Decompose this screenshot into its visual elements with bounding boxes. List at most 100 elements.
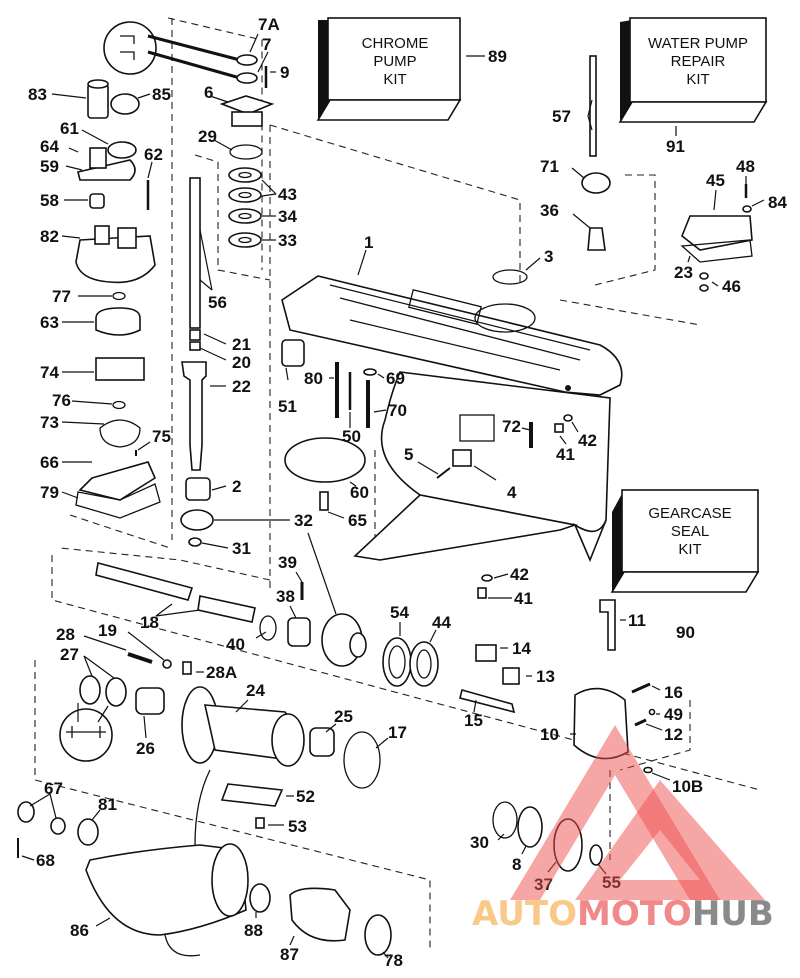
callout-27: 27 — [60, 645, 79, 664]
callout-16: 16 — [664, 683, 683, 702]
callout-11: 11 — [628, 611, 646, 630]
callout-13: 13 — [536, 667, 555, 686]
callout-68: 68 — [36, 851, 55, 870]
callout-7: 7 — [262, 35, 271, 54]
part-shapes — [17, 21, 753, 957]
callout-82: 82 — [40, 227, 59, 246]
callout-9: 9 — [280, 63, 289, 82]
kit-text-line: WATER PUMP — [648, 35, 748, 52]
callout-10: 10 — [540, 725, 559, 744]
callout-34: 34 — [278, 207, 297, 226]
callout-28: 28 — [56, 625, 75, 644]
callout-75: 75 — [152, 427, 171, 446]
kit-text-line: KIT — [678, 541, 701, 558]
callout-24: 24 — [246, 681, 265, 700]
callout-41-lower: 41 — [514, 589, 533, 608]
callout-39: 39 — [278, 553, 297, 572]
callout-17: 17 — [388, 723, 407, 742]
callout-71: 71 — [540, 157, 559, 176]
callout-42: 42 — [578, 431, 597, 450]
watermark-text: AUTOMOTOHUB — [472, 894, 774, 934]
callout-56: 56 — [208, 293, 227, 312]
dashed-group-lines — [34, 17, 761, 950]
callout-26: 26 — [136, 739, 155, 758]
watermark-hub: HUB — [692, 894, 774, 934]
kit-box-water-pump-repair: WATER PUMP REPAIR KIT 91 — [618, 17, 768, 156]
callout-70: 70 — [388, 401, 407, 420]
callout-20: 20 — [232, 353, 251, 372]
callout-45: 45 — [706, 171, 725, 190]
callout-67: 67 — [44, 779, 63, 798]
callout-61: 61 — [60, 119, 79, 138]
kit-text-line: CHROME — [362, 35, 429, 52]
callout-66: 66 — [40, 453, 59, 472]
callout-22: 22 — [232, 377, 251, 396]
callout-3: 3 — [544, 247, 553, 266]
callout-87: 87 — [280, 945, 299, 964]
callout-4: 4 — [507, 483, 517, 502]
callout-52: 52 — [296, 787, 315, 806]
callout-33: 33 — [278, 231, 297, 250]
callout-80: 80 — [304, 369, 323, 388]
callout-81: 81 — [98, 795, 117, 814]
watermark-moto: MOTO — [577, 894, 692, 934]
callout-38: 38 — [276, 587, 295, 606]
callout-2: 2 — [232, 477, 241, 496]
callout-49: 49 — [664, 705, 683, 724]
callout-29: 29 — [198, 127, 217, 146]
kit-box-gearcase-seal: GEARCASE SEAL KIT 90 — [610, 489, 760, 642]
callout-78: 78 — [384, 951, 403, 970]
callout-labels: 7A 7 9 6 83 85 61 64 59 62 58 82 29 43 3… — [28, 15, 787, 970]
callout-18: 18 — [140, 613, 159, 632]
callout-12: 12 — [664, 725, 683, 744]
callout-14: 14 — [512, 639, 531, 658]
callout-84: 84 — [768, 193, 787, 212]
callout-28A: 28A — [206, 663, 237, 682]
callout-72: 72 — [502, 417, 521, 436]
callout-10B: 10B — [672, 777, 703, 796]
callout-54: 54 — [390, 603, 409, 622]
callout-69: 69 — [386, 369, 405, 388]
callout-43: 43 — [278, 185, 297, 204]
callout-44: 44 — [432, 613, 451, 632]
callout-74: 74 — [40, 363, 59, 382]
callout-21: 21 — [232, 335, 251, 354]
watermark: AUTOMOTOHUB — [472, 725, 774, 934]
callout-79: 79 — [40, 483, 59, 502]
callout-65: 65 — [348, 511, 367, 530]
callout-32: 32 — [294, 511, 313, 530]
callout-58: 58 — [40, 191, 59, 210]
callout-91: 91 — [666, 137, 685, 156]
callout-57: 57 — [552, 107, 571, 126]
callout-73: 73 — [40, 413, 59, 432]
callout-85: 85 — [152, 85, 171, 104]
watermark-logo-icon — [510, 725, 765, 900]
kit-box-chrome-pump: CHROME PUMP KIT 89 — [316, 17, 507, 121]
callout-6: 6 — [204, 83, 213, 102]
kit-text-line: REPAIR — [671, 53, 726, 70]
callout-15: 15 — [464, 711, 483, 730]
callout-51: 51 — [278, 397, 297, 416]
callout-36: 36 — [540, 201, 559, 220]
kit-text-line: GEARCASE — [648, 505, 731, 522]
callout-19: 19 — [98, 621, 117, 640]
callout-30: 30 — [470, 833, 489, 852]
kit-text-line: KIT — [383, 71, 406, 88]
kit-text-line: SEAL — [671, 523, 709, 540]
callout-86: 86 — [70, 921, 89, 940]
callout-42-lower: 42 — [510, 565, 529, 584]
gearcase-housing — [281, 275, 623, 563]
callout-25: 25 — [334, 707, 353, 726]
callout-48: 48 — [736, 157, 755, 176]
callout-31: 31 — [232, 539, 251, 558]
callout-76: 76 — [52, 391, 71, 410]
callout-63: 63 — [40, 313, 59, 332]
callout-8: 8 — [512, 855, 521, 874]
callout-50: 50 — [342, 427, 361, 446]
callout-7A: 7A — [258, 15, 280, 34]
callout-60: 60 — [350, 483, 369, 502]
callout-59: 59 — [40, 157, 59, 176]
callout-40: 40 — [226, 635, 245, 654]
watermark-auto: AUTO — [472, 894, 577, 934]
